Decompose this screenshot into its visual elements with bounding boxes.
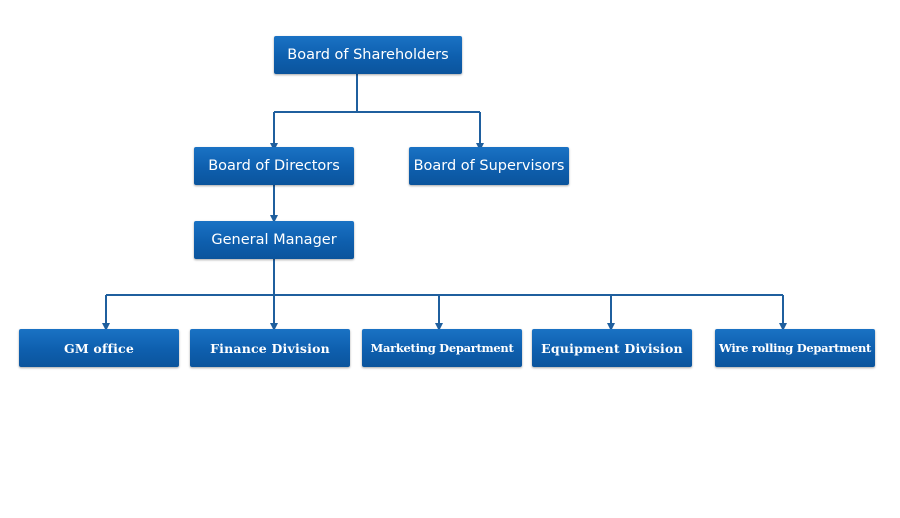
node-label: Marketing Department	[370, 341, 514, 355]
node-board-of-supervisors: Board of Supervisors	[409, 147, 569, 185]
node-equipment-division: Equipment Division	[532, 329, 692, 367]
node-board-of-shareholders: Board of Shareholders	[274, 36, 462, 74]
node-label: GM office	[63, 340, 135, 356]
node-gm-office: GM office	[19, 329, 179, 367]
node-label: Wire rolling Department	[718, 341, 872, 355]
node-label: Equipment Division	[541, 340, 683, 356]
node-label: Board of Shareholders	[287, 47, 449, 63]
node-label: Board of Directors	[208, 158, 340, 174]
node-marketing-department: Marketing Department	[362, 329, 522, 367]
node-general-manager: General Manager	[194, 221, 354, 259]
node-label: Board of Supervisors	[413, 158, 565, 174]
node-board-of-directors: Board of Directors	[194, 147, 354, 185]
node-label: General Manager	[211, 232, 337, 248]
node-wire-rolling-department: Wire rolling Department	[715, 329, 875, 367]
node-label: Finance Division	[210, 340, 330, 356]
node-finance-division: Finance Division	[190, 329, 350, 367]
